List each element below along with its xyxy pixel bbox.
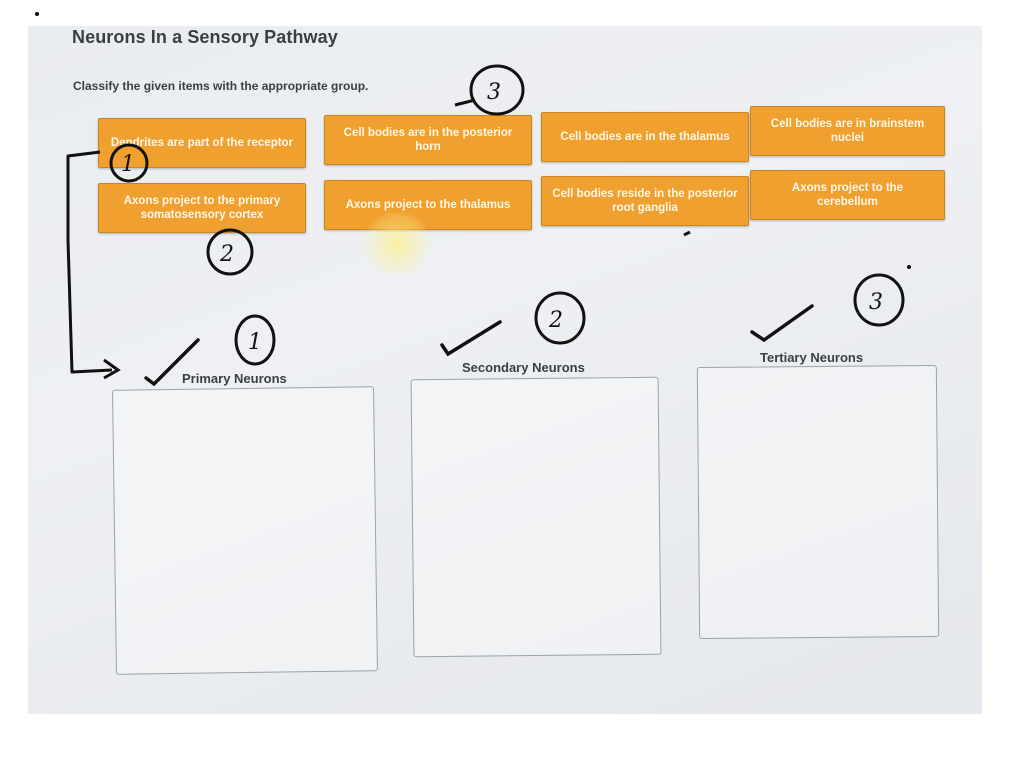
stray-ink-dot xyxy=(35,12,39,16)
secondary-neurons-dropzone[interactable] xyxy=(410,376,662,658)
primary-neurons-label: Primary Neurons xyxy=(182,371,287,386)
tile-cerebellum[interactable]: Axons project to the cerebellum xyxy=(750,170,945,220)
tile-dendrites-receptor[interactable]: Dendrites are part of the receptor xyxy=(98,118,306,168)
instruction-text: Classify the given items with the approp… xyxy=(73,79,369,93)
tertiary-neurons-dropzone[interactable] xyxy=(696,364,940,640)
tile-somatosensory-cortex[interactable]: Axons project to the primary somatosenso… xyxy=(98,183,306,233)
tile-thalamus-cell-bodies[interactable]: Cell bodies are in the thalamus xyxy=(541,112,749,162)
tertiary-neurons-label: Tertiary Neurons xyxy=(760,350,864,365)
tile-posterior-root-ganglia[interactable]: Cell bodies reside in the posterior root… xyxy=(541,176,749,226)
primary-neurons-dropzone[interactable] xyxy=(112,386,378,675)
tile-axons-thalamus[interactable]: Axons project to the thalamus xyxy=(324,180,532,230)
tile-brainstem-nuclei[interactable]: Cell bodies are in brainstem nuclei xyxy=(750,106,945,156)
page-title: Neurons In a Sensory Pathway xyxy=(72,27,338,47)
tile-posterior-horn[interactable]: Cell bodies are in the posterior horn xyxy=(324,115,532,165)
secondary-neurons-label: Secondary Neurons xyxy=(462,360,585,375)
